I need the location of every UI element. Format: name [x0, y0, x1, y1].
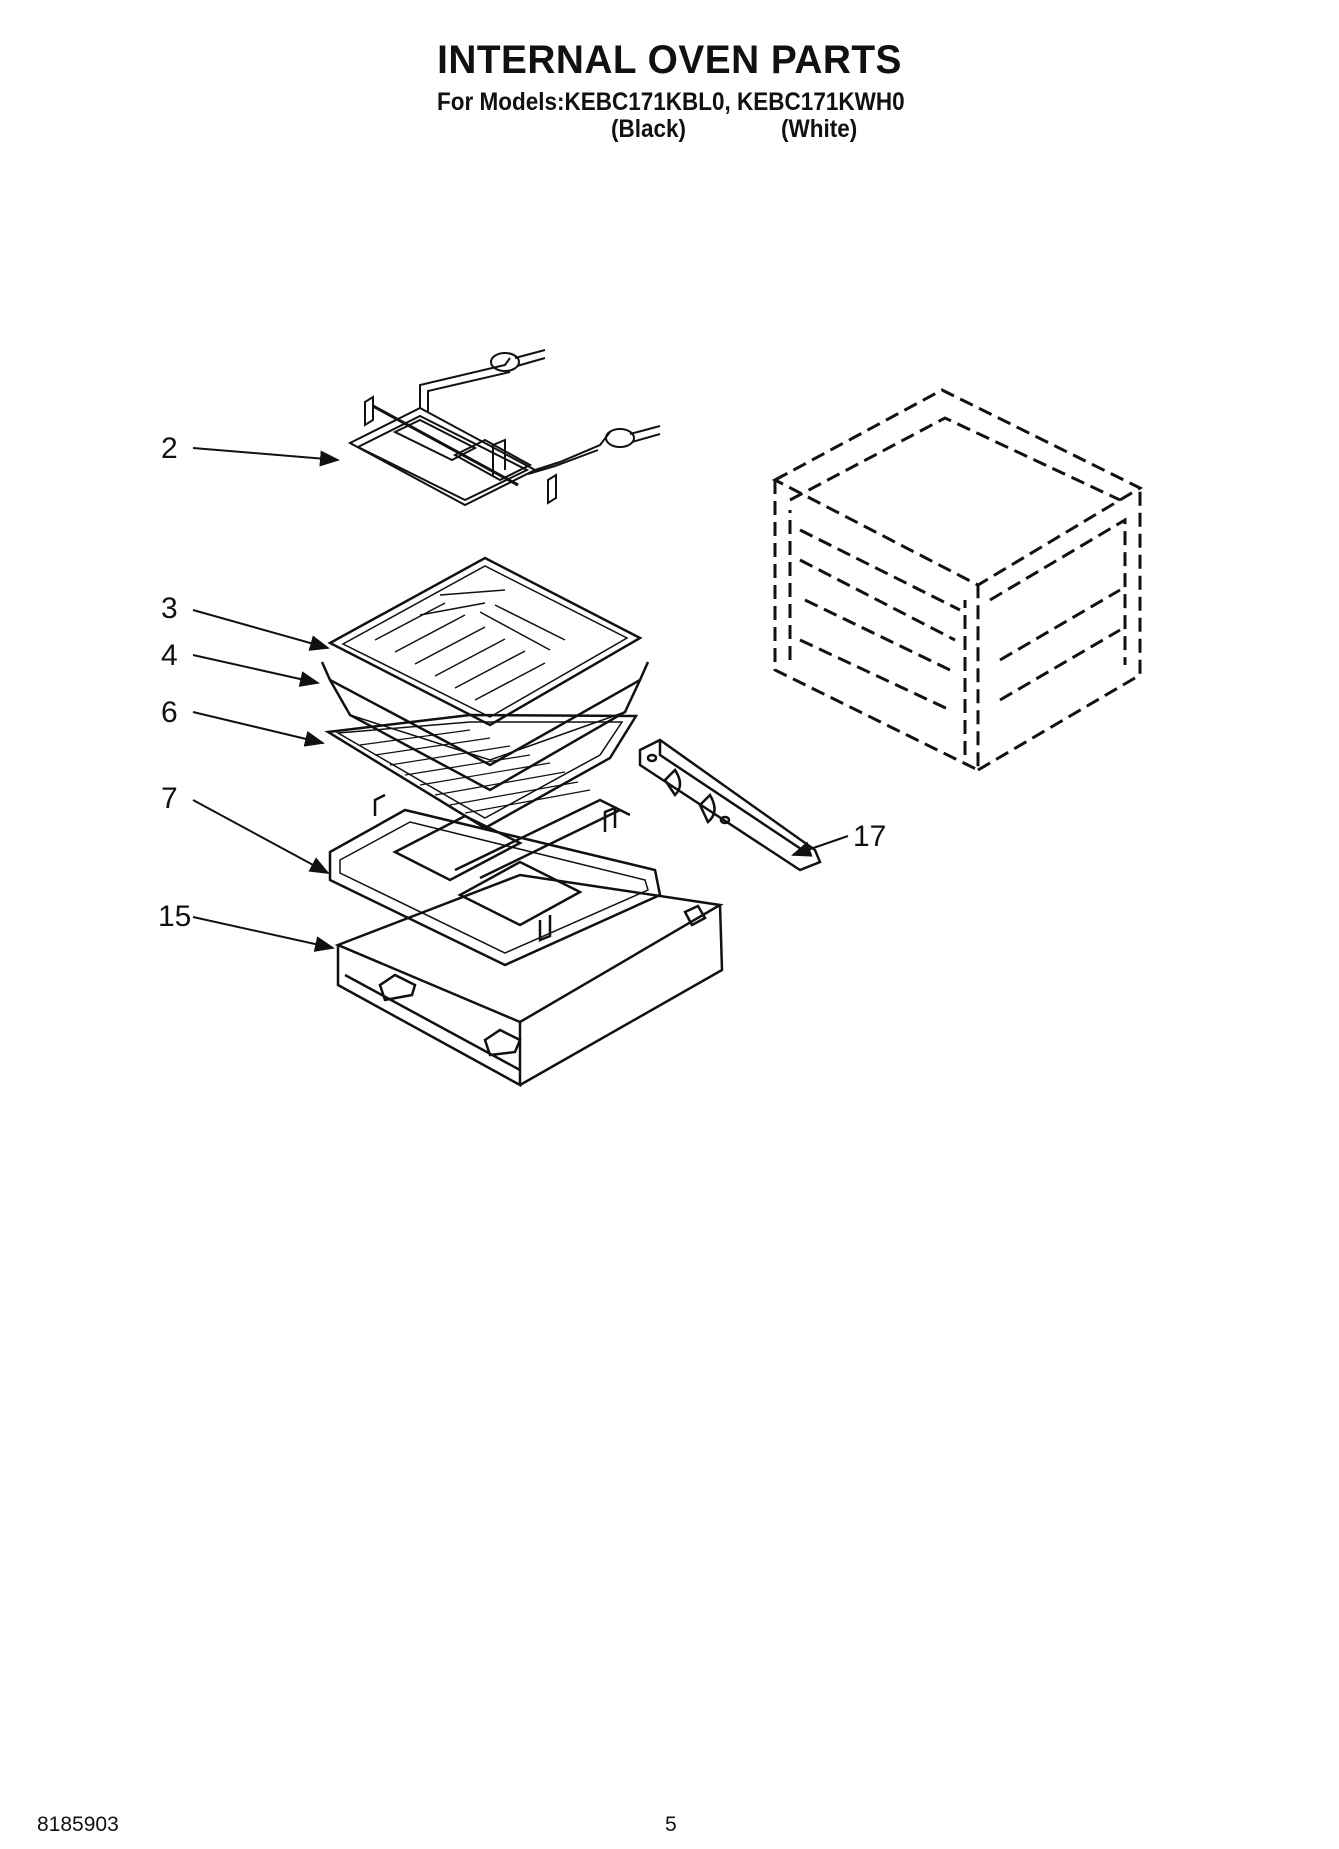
callout-7: 7: [161, 782, 178, 815]
page-title: INTERNAL OVEN PARTS: [437, 38, 902, 82]
callout-17: 17: [853, 820, 886, 853]
broiler-pan-grid: [327, 556, 643, 727]
callout-4: 4: [161, 639, 178, 672]
callout-2: 2: [161, 432, 178, 465]
broil-element: [347, 349, 661, 507]
rack-support-bracket: [638, 738, 822, 872]
models-line: For Models:KEBC171KBL0, KEBC171KWH0: [437, 88, 905, 116]
page-number: 5: [665, 1813, 677, 1836]
color-white-label: (White): [781, 115, 858, 143]
oven-cavity: [771, 388, 1144, 773]
callout-15: 15: [158, 900, 191, 933]
document-number: 8185903: [37, 1813, 119, 1836]
bake-element: [328, 793, 662, 967]
callout-6: 6: [161, 696, 178, 729]
color-black-label: (Black): [611, 115, 687, 143]
bottom-tray: [334, 873, 724, 1088]
callout-3: 3: [161, 592, 178, 625]
leader-lines: [192, 447, 849, 952]
broiler-pan: [320, 661, 650, 792]
oven-rack: [324, 713, 639, 830]
